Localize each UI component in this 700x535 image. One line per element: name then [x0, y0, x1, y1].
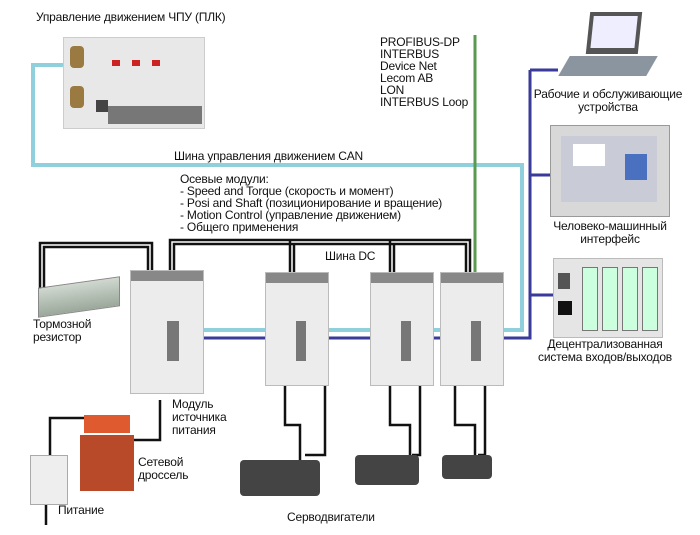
axis-module-item: - Posi and Shaft (позиционирование и вра…	[180, 196, 443, 210]
fieldbus-item: Lecom AB	[380, 71, 434, 85]
hmi-label: Человеко-машинный интерфейс	[553, 219, 667, 246]
fieldbus-item: INTERBUS Loop	[380, 95, 469, 109]
servo-motor-icon[interactable]	[442, 455, 492, 479]
servo-drive-icon[interactable]	[265, 272, 329, 386]
power-supply-label: Питание	[58, 503, 104, 517]
servo-drive-icon[interactable]	[440, 272, 504, 386]
axis-module-item: - Motion Control (управление движением)	[180, 208, 401, 222]
axis-modules-list: Осевые модули: - Speed and Torque (скоро…	[180, 172, 443, 234]
fieldbus-item: PROFIBUS-DP	[380, 35, 460, 49]
power-supply-module-drive[interactable]	[130, 270, 204, 394]
plc-controller-icon[interactable]	[63, 37, 205, 129]
power-module-label: Модуль источника питания	[172, 397, 227, 437]
servo-motor-icon[interactable]	[355, 455, 419, 485]
dc-bus-label: Шина DC	[325, 249, 376, 263]
servo-motor-icon[interactable]	[240, 460, 320, 496]
laptop-icon[interactable]	[558, 12, 660, 82]
fieldbus-item: Device Net	[380, 59, 437, 73]
brake-resistor-label: Тормозной резистор	[33, 317, 92, 344]
servo-motors-label: Серводвигатели	[287, 510, 375, 524]
servo-drive-icon[interactable]	[370, 272, 434, 386]
hmi-panel-icon[interactable]	[550, 125, 670, 217]
decentral-io-label: Децентрализованная система входов/выходо…	[538, 337, 672, 364]
fieldbus-item: INTERBUS	[380, 47, 440, 61]
line-choke-label: Сетевой дроссель	[138, 455, 189, 482]
axis-module-item: - Speed and Torque (скорость и момент)	[180, 184, 394, 198]
circuit-breaker-icon[interactable]	[30, 455, 68, 505]
io-module-icon[interactable]	[553, 258, 663, 338]
line-choke-icon[interactable]	[80, 415, 134, 497]
axis-module-item: - Общего применения	[180, 220, 299, 234]
fieldbus-list: PROFIBUS-DP INTERBUS Device Net Lecom AB…	[380, 36, 468, 108]
plc-title: Управление движением ЧПУ (ПЛК)	[36, 10, 226, 24]
can-bus-label: Шина управления движением CAN	[174, 149, 364, 163]
operator-devices-label: Рабочие и обслуживающие устройства	[533, 87, 683, 114]
fieldbus-item: LON	[380, 83, 405, 97]
